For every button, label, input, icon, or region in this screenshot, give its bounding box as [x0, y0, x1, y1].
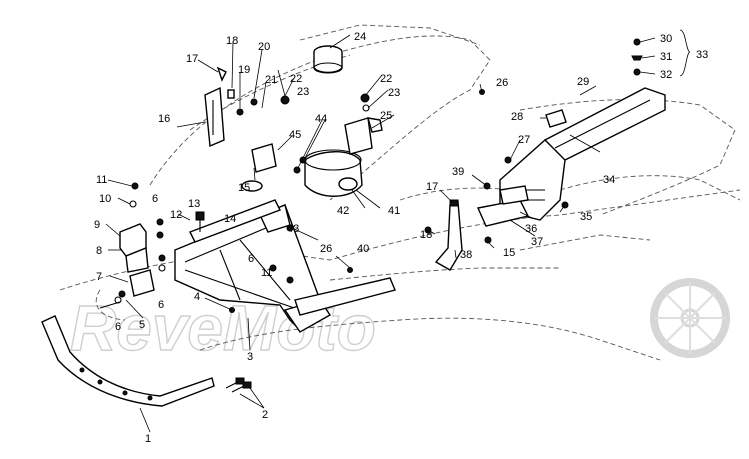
callout-28: 28 — [511, 111, 523, 123]
callout-10: 10 — [99, 193, 111, 205]
callout-42: 42 — [337, 205, 349, 217]
ghost-body-outline — [59, 24, 741, 361]
callout-32: 32 — [660, 69, 672, 81]
callout-37: 37 — [531, 236, 543, 248]
callout-38: 38 — [460, 249, 472, 261]
callout-16: 16 — [158, 113, 170, 125]
callout-35: 35 — [580, 211, 592, 223]
callout-18a: 18 — [226, 35, 238, 47]
callout-23a: 23 — [297, 86, 309, 98]
callout-15a: 15 — [238, 182, 250, 194]
callout-11a: 11 — [96, 174, 107, 186]
callout-44: 44 — [315, 113, 327, 125]
callout-17b: 17 — [426, 181, 438, 193]
front-bumper — [41, 315, 215, 407]
callout-18b: 18 — [420, 229, 432, 241]
callout-40: 40 — [357, 243, 369, 255]
callout-4: 4 — [194, 291, 200, 303]
callout-1: 1 — [145, 433, 151, 445]
cross-bar — [189, 199, 281, 243]
steering-post — [204, 66, 258, 148]
callout-24: 24 — [354, 31, 366, 43]
callout-41: 41 — [388, 205, 400, 217]
bumper-bolts — [225, 377, 252, 393]
callout-34: 34 — [603, 174, 615, 186]
callout-45: 45 — [289, 129, 301, 141]
bracket-block — [119, 182, 149, 273]
watermark-wheel — [650, 278, 730, 358]
callout-3: 3 — [247, 351, 253, 363]
callout-21: 21 — [265, 74, 277, 86]
callout-14: 14 — [224, 213, 236, 225]
callout-6d: 6 — [248, 253, 254, 265]
callout-26a: 26 — [496, 77, 508, 89]
callout-9: 9 — [94, 219, 100, 231]
callout-30: 30 — [660, 33, 672, 45]
callout-5: 5 — [139, 319, 145, 331]
filler-cap — [313, 45, 343, 74]
callouts: 1 2 3 4 5 6 6 6 6 7 8 9 10 11 11 12 13 1… — [94, 31, 708, 445]
misc-fasteners — [229, 89, 485, 313]
callout-6a: 6 — [115, 321, 121, 333]
callout-33: 33 — [696, 49, 708, 61]
callout-8: 8 — [96, 245, 102, 257]
callout-25: 25 — [380, 110, 392, 122]
callout-39: 39 — [452, 166, 464, 178]
callout-29: 29 — [577, 76, 589, 88]
leader-lines — [105, 29, 691, 433]
callout-17a: 17 — [186, 53, 198, 65]
pad-28 — [545, 109, 567, 128]
callout-27: 27 — [518, 134, 530, 146]
callout-11b: 11 — [261, 267, 272, 279]
callout-22a: 22 — [290, 73, 302, 85]
mount-hardware-left — [99, 218, 166, 309]
tank-brackets — [251, 95, 307, 174]
callout-22b: 22 — [380, 73, 392, 85]
bracket-25 — [344, 93, 383, 155]
callout-15b: 15 — [503, 247, 515, 259]
callout-13: 13 — [188, 198, 200, 210]
callout-26b: 26 — [320, 243, 332, 255]
hardware-33 — [631, 38, 643, 76]
callout-31: 31 — [660, 51, 672, 63]
callout-36: 36 — [525, 223, 537, 235]
fuel-tank-area — [241, 149, 363, 197]
callout-19: 19 — [238, 64, 250, 76]
callout-2: 2 — [262, 409, 268, 421]
callout-6b: 6 — [158, 299, 164, 311]
callout-20: 20 — [258, 41, 270, 53]
callout-23b: 23 — [388, 87, 400, 99]
callout-7: 7 — [96, 271, 102, 283]
callout-12: 12 — [170, 209, 182, 221]
callout-6c: 6 — [152, 193, 158, 205]
callout-43: 43 — [287, 223, 299, 235]
